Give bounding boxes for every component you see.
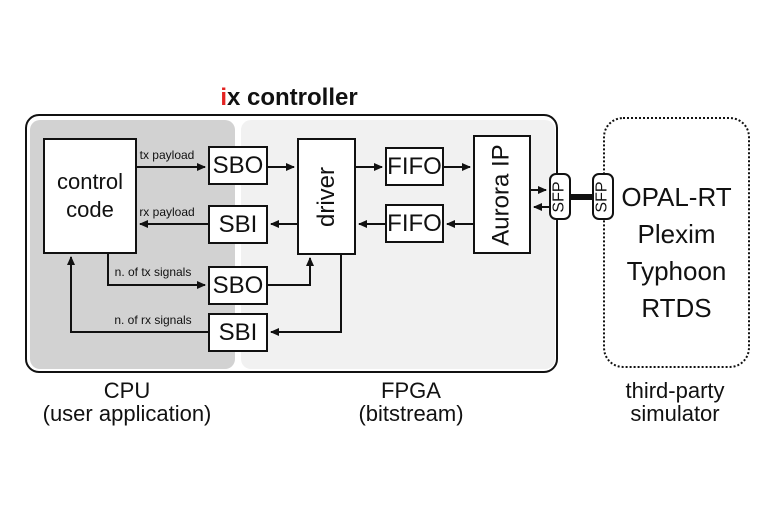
fpga-caption-line2: (bitstream) xyxy=(358,401,464,426)
simulator-caption-line2: simulator xyxy=(630,401,720,426)
simulator-item-typhoon: Typhoon xyxy=(626,256,727,286)
sbo-bottom-block: SBO xyxy=(208,266,268,305)
cpu-caption-line1: CPU xyxy=(103,378,151,403)
simulator-list: OPAL-RT Plexim Typhoon RTDS xyxy=(603,117,750,327)
driver-label: driver xyxy=(312,166,340,227)
n-tx-signals-label: n. of tx signals xyxy=(114,265,192,279)
control-code-line2: code xyxy=(66,197,114,222)
control-code-block: control code xyxy=(43,138,137,254)
sfp-left-label: SFP xyxy=(551,180,568,213)
title-accent-letter: i xyxy=(220,84,227,111)
sbo-top-block: SBO xyxy=(208,146,268,185)
aurora-ip-label: Aurora IP xyxy=(488,143,516,246)
sbi-top-block: SBI xyxy=(208,205,268,244)
simulator-item-plexim: Plexim xyxy=(637,219,716,249)
sbi-bottom-block: SBI xyxy=(208,313,268,352)
third-party-simulator-box xyxy=(603,117,750,368)
cpu-caption: CPU (user application) xyxy=(27,379,227,425)
tx-payload-label: tx payload xyxy=(139,148,195,162)
title-rest: x controller xyxy=(226,84,358,111)
diagram-title: ix controller xyxy=(139,84,439,112)
cpu-caption-line2: (user application) xyxy=(42,401,212,426)
simulator-item-opal-rt: OPAL-RT xyxy=(621,182,732,212)
driver-block: driver xyxy=(297,138,356,255)
fifo-bottom-block: FIFO xyxy=(385,204,444,243)
simulator-caption-line1: third-party xyxy=(625,378,725,403)
control-code-line1: control xyxy=(56,169,124,194)
simulator-item-rtds: RTDS xyxy=(641,293,712,323)
sfp-right-label: SFP xyxy=(594,180,611,213)
fpga-caption-line1: FPGA xyxy=(381,378,441,403)
rx-payload-label: rx payload xyxy=(139,205,195,219)
sfp-connector-right: SFP xyxy=(592,173,614,220)
fpga-caption: FPGA (bitstream) xyxy=(311,379,511,425)
fifo-top-block: FIFO xyxy=(385,147,444,186)
simulator-caption: third-party simulator xyxy=(575,379,768,425)
aurora-ip-block: Aurora IP xyxy=(473,135,531,254)
sfp-connector-left: SFP xyxy=(549,173,571,220)
n-rx-signals-label: n. of rx signals xyxy=(114,313,192,327)
